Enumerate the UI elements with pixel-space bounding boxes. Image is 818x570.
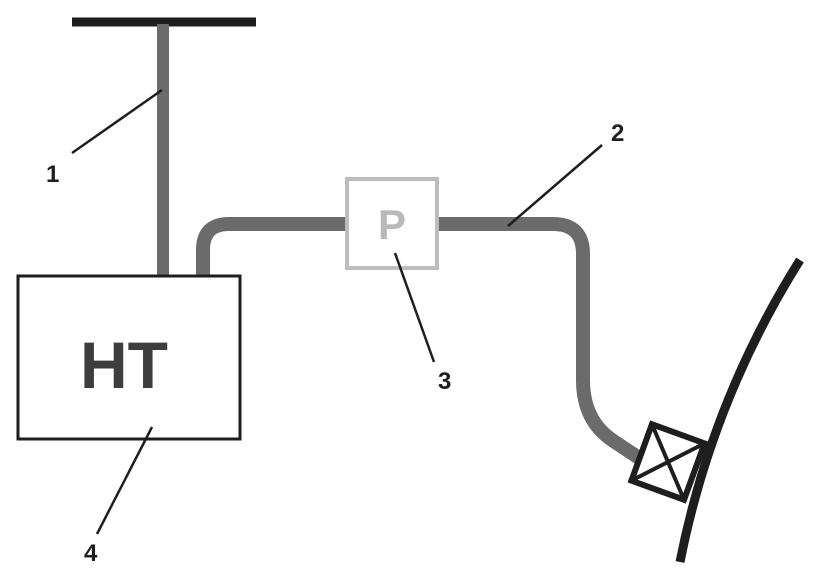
callout-1: 1 [46,161,59,188]
pipe-2 [196,217,649,468]
callout-3: 3 [438,368,451,395]
callout-4: 4 [84,540,98,567]
leader-3 [393,252,436,363]
ht-label: HT [80,328,168,402]
curved-wall [675,257,804,563]
ht-box [16,274,242,441]
pump-label: P [378,201,406,248]
callout-2: 2 [611,120,624,147]
pump-box [345,177,439,270]
valve-symbol [627,420,709,504]
leader-1 [71,88,163,155]
leader-4 [95,426,154,535]
leader-2 [507,144,603,227]
